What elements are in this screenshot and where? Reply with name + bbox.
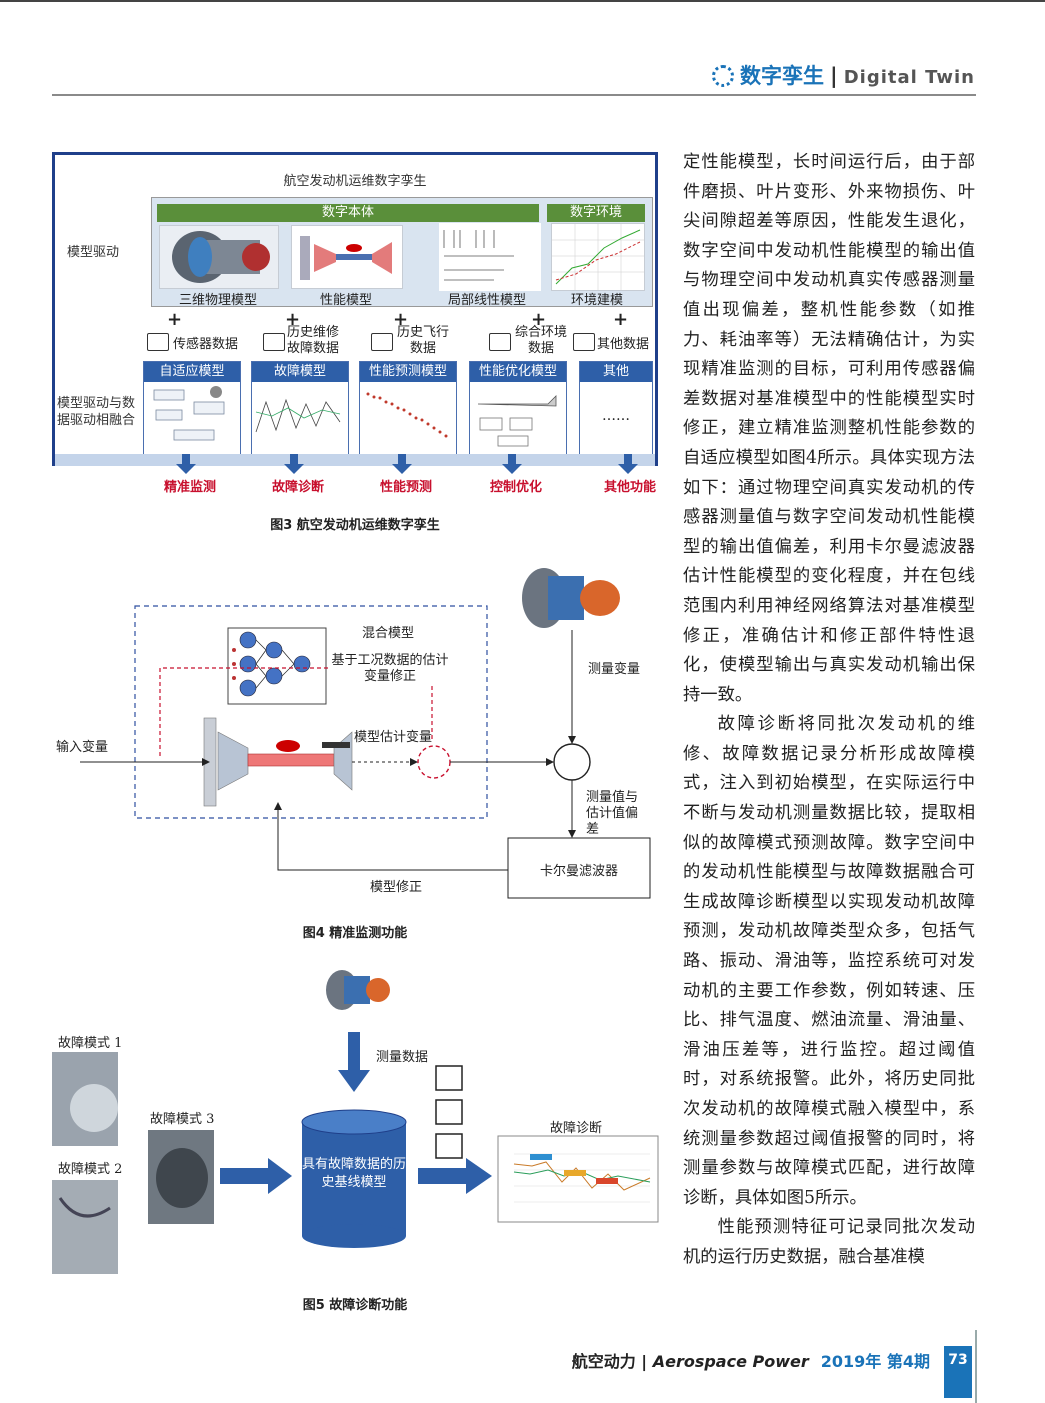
fault-mode-1-label: 故障模式 1 bbox=[58, 1036, 123, 1051]
environment-chart-image bbox=[551, 223, 645, 291]
plus-icon: + bbox=[167, 309, 183, 330]
source-sensor: 传感器数据 bbox=[173, 337, 239, 352]
page-number: 73 bbox=[944, 1346, 972, 1398]
journal-issue: 2019年 第4期 bbox=[820, 1352, 930, 1371]
fault-mode-2-label: 故障模式 2 bbox=[58, 1162, 123, 1177]
baseline-model-label: 具有故障数据的历史基线模型 bbox=[302, 1157, 407, 1190]
hybrid-model-label: 混合模型 bbox=[362, 626, 415, 641]
journal-cn: 航空动力 bbox=[571, 1352, 636, 1371]
engine-icon bbox=[522, 568, 620, 628]
function-control-optimization: 控制优化 bbox=[489, 480, 542, 495]
adaptive-model-title: 自适应模型 bbox=[144, 362, 240, 382]
model-environment-label: 环境建模 bbox=[570, 293, 623, 308]
function-other: 其他功能 bbox=[603, 480, 656, 495]
source-flight: 历史飞行数据 bbox=[396, 325, 449, 356]
fig3-caption: 图3 航空发动机运维数字孪生 bbox=[270, 518, 440, 533]
digital-twin-logo-icon bbox=[712, 65, 735, 87]
source-environment: 综合环境数据 bbox=[514, 325, 567, 356]
function-precise-monitoring: 精准监测 bbox=[163, 480, 216, 495]
model-performance-label: 性能模型 bbox=[319, 293, 372, 308]
fig3-bottom-band bbox=[55, 454, 655, 466]
monitor-icon bbox=[263, 333, 285, 351]
header-brand: 数字孪生|Digital Twin bbox=[712, 60, 975, 90]
performance-prediction-title: 性能预测模型 bbox=[360, 362, 456, 382]
monitor-icon bbox=[371, 333, 393, 351]
3d-engine-image bbox=[159, 225, 279, 289]
performance-schematic-icon bbox=[300, 236, 392, 280]
performance-model-image bbox=[291, 225, 403, 289]
fault-chart-icon bbox=[255, 398, 341, 433]
monitor-icon bbox=[573, 333, 595, 351]
footer-rule bbox=[975, 1330, 977, 1403]
other-model-title: 其他 bbox=[580, 362, 652, 382]
fig4-caption: 图4 精准监测功能 bbox=[302, 926, 408, 941]
kalman-filter-label: 卡尔曼滤波器 bbox=[539, 864, 618, 879]
monitor-icon bbox=[147, 333, 169, 351]
fault-model-box: 故障模型 bbox=[251, 361, 349, 455]
scatter-decline-icon bbox=[366, 392, 448, 438]
estimate-correction-label: 基于工况数据的估计变量修正 bbox=[330, 653, 450, 685]
adaptive-model-box: 自适应模型 bbox=[143, 361, 241, 455]
paragraph-3: 性能预测特征可记录同批次发动机的运行历史数据，融合基准模 bbox=[683, 1217, 975, 1267]
deviation-label: 测量值与估计值偏差 bbox=[586, 790, 639, 837]
model-linear-label: 局部线性模型 bbox=[447, 293, 526, 308]
fault-mode-3-label: 故障模式 3 bbox=[150, 1112, 215, 1127]
source-other: 其他数据 bbox=[597, 337, 650, 352]
plus-icon: + bbox=[393, 309, 409, 330]
fig3-function-arrows bbox=[176, 454, 638, 474]
band-digital-environment: 数字环境 bbox=[547, 204, 645, 222]
equation-icon bbox=[443, 230, 514, 281]
measured-variable-label: 测量变量 bbox=[588, 662, 641, 677]
source-maintenance: 历史维修故障数据 bbox=[287, 325, 340, 356]
input-variable-label: 输入变量 bbox=[56, 740, 109, 755]
body-text-column: 定性能模型，长时间运行后，由于部件磨损、叶片变形、外来物损伤、叶尖间隙超差等原因… bbox=[683, 148, 975, 1273]
figure-5 bbox=[52, 970, 659, 1274]
function-performance-prediction: 性能预测 bbox=[379, 480, 432, 495]
other-model-box: 其他 …… bbox=[579, 361, 653, 455]
fault-diagnosis-label: 故障诊断 bbox=[550, 1121, 603, 1136]
band-digital-body: 数字本体 bbox=[157, 204, 539, 222]
model-estimate-label: 模型估计变量 bbox=[354, 730, 433, 745]
fig5-caption: 图5 故障诊断功能 bbox=[302, 1298, 408, 1313]
journal-en: Aerospace Power bbox=[652, 1352, 809, 1371]
aircraft-diagram-icon bbox=[477, 395, 557, 447]
function-fault-diagnosis: 故障诊断 bbox=[271, 480, 324, 495]
monitor-icon bbox=[489, 333, 511, 351]
plus-icon: + bbox=[531, 309, 547, 330]
local-linear-equations bbox=[439, 223, 541, 291]
header-rule bbox=[52, 94, 976, 96]
other-ellipsis: …… bbox=[602, 408, 630, 424]
paragraph-2: 故障诊断将同批次发动机的维修、故障数据记录分析形成故障模式，注入到初始模型，在实… bbox=[683, 714, 975, 1208]
paragraph-1: 定性能模型，长时间运行后，由于部件磨损、叶片变形、外来物损伤、叶尖间隙超差等原因… bbox=[683, 152, 975, 705]
figure-4 bbox=[80, 568, 651, 899]
engine-cutaway-icon bbox=[172, 231, 270, 283]
fault-model-title: 故障模型 bbox=[252, 362, 348, 382]
environment-plot-icon bbox=[552, 224, 644, 290]
performance-prediction-box: 性能预测模型 bbox=[359, 361, 457, 455]
model-3d-label: 三维物理模型 bbox=[178, 293, 257, 308]
model-correction-label: 模型修正 bbox=[370, 880, 423, 895]
measured-data-label: 测量数据 bbox=[376, 1050, 429, 1065]
plus-icon: + bbox=[613, 309, 629, 330]
fig3-title: 航空发动机运维数字孪生 bbox=[283, 174, 427, 189]
fig3-row2-label: 模型驱动与数据驱动相融合 bbox=[57, 396, 136, 428]
figure-3: 航空发动机运维数字孪生 模型驱动 模型驱动与数据驱动相融合 数字本体 数字环境 … bbox=[52, 152, 658, 466]
plus-icon: + bbox=[285, 309, 301, 330]
top-rule bbox=[0, 0, 1045, 2]
fig3-row1-label: 模型驱动 bbox=[67, 245, 120, 260]
performance-optimization-title: 性能优化模型 bbox=[470, 362, 566, 382]
performance-optimization-box: 性能优化模型 bbox=[469, 361, 567, 455]
brand-en: Digital Twin bbox=[843, 67, 975, 88]
brand-cn: 数字孪生 bbox=[740, 64, 825, 88]
flow-diagram-icon bbox=[153, 386, 225, 441]
